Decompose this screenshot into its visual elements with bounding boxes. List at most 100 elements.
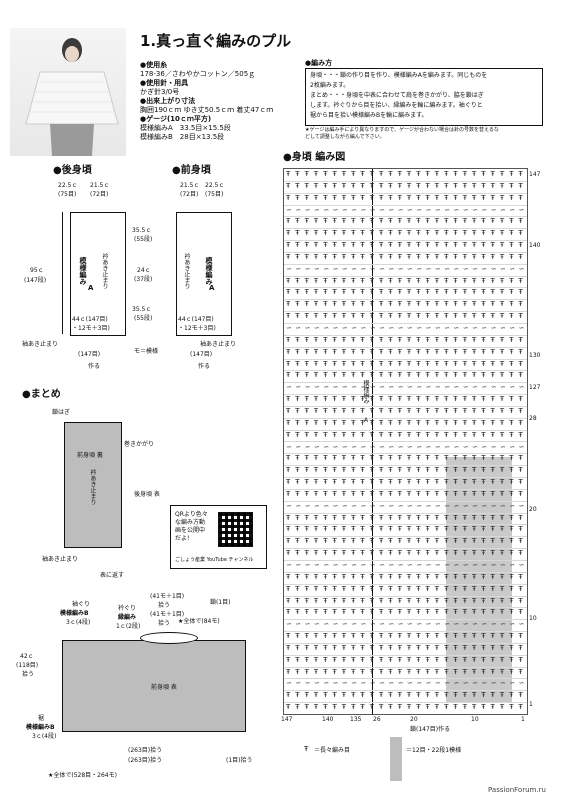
stitch-mark: Ŧ xyxy=(472,667,477,676)
stitch-mark: ∽ xyxy=(332,560,339,569)
stitch-mark: ∽ xyxy=(304,501,311,510)
stitch-mark: Ŧ xyxy=(397,335,402,344)
stitch-mark: Ŧ xyxy=(323,513,328,522)
stitch-mark: Ŧ xyxy=(499,537,505,546)
stitch-mark: Ŧ xyxy=(518,170,523,178)
stitch-mark: Ŧ xyxy=(425,478,430,487)
stitch-mark: Ŧ xyxy=(341,525,347,534)
stitch-mark: Ŧ xyxy=(509,466,514,475)
stitch-mark: Ŧ xyxy=(499,667,505,676)
stitch-mark: ∽ xyxy=(360,679,367,688)
stitch-mark: Ŧ xyxy=(509,478,514,487)
stitch-mark: Ŧ xyxy=(444,454,449,463)
stitch-mark: Ŧ xyxy=(406,489,412,498)
stitch-mark: Ŧ xyxy=(490,454,495,463)
stitch-mark: Ŧ xyxy=(406,418,412,427)
stitch-mark: ∽ xyxy=(397,264,404,273)
yarn-text: 178-36／さわやかコットン／505ｇ xyxy=(140,70,256,78)
stitch-mark: Ŧ xyxy=(462,288,467,297)
stitch-mark: Ŧ xyxy=(425,288,430,297)
stitch-mark: Ŧ xyxy=(490,703,495,712)
stitch-mark: Ŧ xyxy=(341,359,347,368)
stitch-mark: Ŧ xyxy=(332,596,337,605)
chart-row xyxy=(284,359,527,372)
stitch-mark: Ŧ xyxy=(295,371,300,380)
stitch-mark: ∽ xyxy=(397,679,404,688)
stitch-mark: Ŧ xyxy=(509,703,514,712)
stitch-mark: ∽ xyxy=(406,679,413,688)
stitch-mark: Ŧ xyxy=(434,276,440,285)
stitch-mark: ∽ xyxy=(369,679,376,688)
stitch-mark: ∽ xyxy=(351,501,357,510)
stitch-mark: Ŧ xyxy=(462,371,467,380)
stitch-mark: Ŧ xyxy=(490,170,495,178)
stitch-mark: Ŧ xyxy=(304,241,309,250)
stitch-mark: Ŧ xyxy=(351,217,356,226)
stitch-mark: Ŧ xyxy=(332,300,337,309)
stitch-mark: Ŧ xyxy=(425,525,430,534)
stitch-mark: Ŧ xyxy=(369,406,374,415)
chart-row xyxy=(284,264,527,277)
stitch-mark: Ŧ xyxy=(416,691,421,700)
stitch-mark: Ŧ xyxy=(295,300,300,309)
qr-code[interactable] xyxy=(218,512,253,547)
front-top-left: 21.5ｃ xyxy=(180,182,200,189)
stitch-mark: ∽ xyxy=(499,205,506,214)
stitch-mark: Ŧ xyxy=(462,691,467,700)
stitch-mark: Ŧ xyxy=(341,335,347,344)
stitch-mark: Ŧ xyxy=(351,691,356,700)
stitch-mark: ∽ xyxy=(360,264,367,273)
stitch-mark: ∽ xyxy=(518,205,525,214)
stitch-mark: Ŧ xyxy=(360,418,365,427)
stitch-mark: Ŧ xyxy=(416,608,421,617)
stitch-mark: ∽ xyxy=(286,560,292,569)
stitch-mark: Ŧ xyxy=(286,359,291,368)
stitch-mark: Ŧ xyxy=(323,276,328,285)
stitch-mark: Ŧ xyxy=(341,572,347,581)
stitch-mark: Ŧ xyxy=(379,596,384,605)
stitch-mark: Ŧ xyxy=(341,643,347,652)
stitch-mark: Ŧ xyxy=(379,572,384,581)
stitch-mark: Ŧ xyxy=(341,193,347,202)
stitch-mark: Ŧ xyxy=(425,300,430,309)
stitch-mark: ∽ xyxy=(462,324,469,333)
stitch-mark: Ŧ xyxy=(518,335,523,344)
stitch-mark: Ŧ xyxy=(518,691,523,700)
stitch-mark: ∽ xyxy=(518,620,525,629)
stitch-mark: Ŧ xyxy=(425,406,430,415)
stitch-mark: Ŧ xyxy=(425,395,430,404)
stitch-mark: Ŧ xyxy=(462,418,467,427)
needle-heading: ●使用針・用具 xyxy=(140,79,189,87)
stitch-mark: Ŧ xyxy=(341,632,347,641)
stitch-mark: Ŧ xyxy=(304,537,309,546)
stitch-mark: Ŧ xyxy=(304,371,309,380)
stitch-mark: Ŧ xyxy=(341,347,347,356)
stitch-mark: Ŧ xyxy=(351,584,356,593)
chart-row xyxy=(284,418,527,431)
legend-shade-swatch xyxy=(390,737,402,781)
stitch-mark: Ŧ xyxy=(453,454,458,463)
stitch-mark: Ŧ xyxy=(406,655,412,664)
stitch-mark: Ŧ xyxy=(379,300,384,309)
stitch-mark: Ŧ xyxy=(332,537,337,546)
stitch-mark: Ŧ xyxy=(490,193,495,202)
stitch-mark: Ŧ xyxy=(434,478,440,487)
stitch-mark: ∽ xyxy=(286,501,292,510)
stitch-mark: Ŧ xyxy=(332,489,337,498)
stitch-mark: ∽ xyxy=(295,560,302,569)
front-slit-label: 衿あき止まり xyxy=(183,253,190,289)
stitch-mark: Ŧ xyxy=(304,632,309,641)
stitch-mark: Ŧ xyxy=(499,252,505,261)
stitch-mark: Ŧ xyxy=(323,454,328,463)
col-label-26: 26 xyxy=(373,716,381,723)
stitch-mark: Ŧ xyxy=(397,703,402,712)
stitch-mark: Ŧ xyxy=(397,466,402,475)
stitch-mark: Ŧ xyxy=(434,181,440,190)
stitch-mark: ∽ xyxy=(295,264,302,273)
chart-row xyxy=(284,513,527,526)
method-line3: まとめ・・・身頃を中表に合わせて肩を巻きかがり、脇を鎖はぎ xyxy=(310,92,484,99)
method-line5: 裾から目を拾い模様編みBを輪に編みます。 xyxy=(310,112,428,119)
stitch-mark: Ŧ xyxy=(416,335,421,344)
stitch-mark: Ŧ xyxy=(434,466,440,475)
stitch-mark: Ŧ xyxy=(332,703,337,712)
